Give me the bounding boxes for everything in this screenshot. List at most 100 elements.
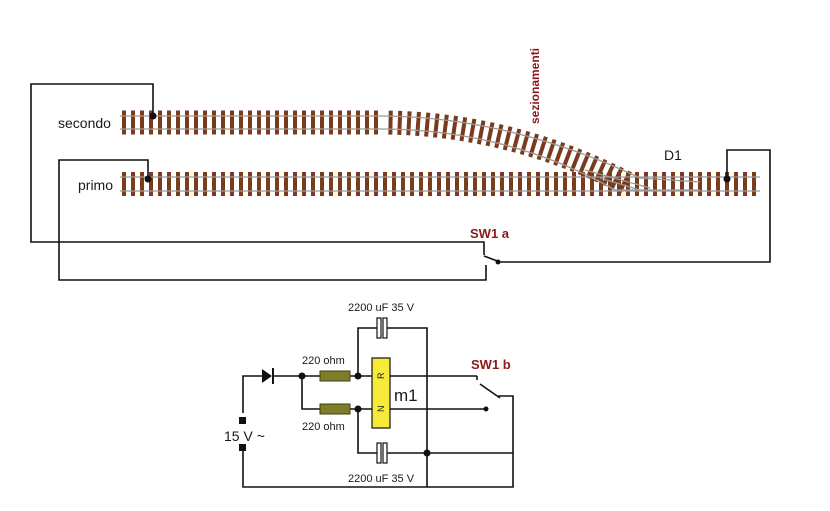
label-resistor-top: 220 ohm: [302, 355, 345, 367]
sw1b-blade[interactable]: [479, 383, 501, 399]
sleeper: [553, 141, 566, 166]
sleeper: [347, 172, 351, 196]
track-secondo-sleepers: [122, 110, 378, 135]
sleeper: [212, 110, 216, 135]
sleeper: [698, 172, 702, 196]
sleeper: [419, 172, 423, 196]
sleeper: [230, 110, 234, 135]
sleeper: [406, 111, 412, 136]
sleeper: [536, 172, 540, 196]
sleeper: [569, 148, 583, 173]
wire-frog: [498, 149, 771, 263]
sleeper: [536, 136, 548, 161]
sleeper: [248, 172, 252, 196]
sleeper: [230, 172, 234, 196]
capacitor-top: [376, 317, 388, 339]
sleeper: [221, 172, 225, 196]
sleeper: [577, 151, 591, 176]
sleeper: [239, 172, 243, 196]
sleeper: [320, 110, 324, 135]
sleeper: [689, 172, 693, 196]
junction: [354, 405, 362, 413]
sleeper: [561, 145, 574, 169]
sleeper: [680, 172, 684, 196]
sleeper: [293, 110, 297, 135]
label-sezionamenti: sezionamenti: [528, 48, 542, 124]
track-primo-sleepers: [122, 172, 756, 196]
sleeper: [239, 110, 243, 135]
sleeper: [176, 110, 180, 135]
sleeper: [581, 172, 585, 196]
feed-point-frog: [723, 175, 731, 183]
sleeper: [347, 110, 351, 135]
sleeper: [545, 172, 549, 196]
sleeper: [302, 172, 306, 196]
sleeper: [284, 110, 288, 135]
sleeper: [356, 110, 360, 135]
sleeper: [464, 172, 468, 196]
sleeper: [329, 172, 333, 196]
wire-secondo: [30, 83, 485, 255]
sleeper: [599, 172, 603, 196]
sleeper: [544, 138, 557, 164]
sleeper: [293, 172, 297, 196]
sleeper: [122, 172, 126, 196]
sleeper: [743, 172, 747, 196]
sleeper: [572, 172, 576, 196]
sleeper: [374, 172, 378, 196]
motor-pin-n: N: [376, 406, 386, 413]
sleeper: [257, 172, 261, 196]
sleeper: [662, 172, 666, 196]
sleeper: [275, 172, 279, 196]
sleeper: [212, 172, 216, 196]
feed-point-primo: [144, 175, 152, 183]
motor-m1: [371, 357, 391, 429]
sleeper: [158, 110, 162, 135]
sleeper: [257, 110, 261, 135]
sleeper: [716, 172, 720, 196]
sleeper: [320, 172, 324, 196]
sleeper: [140, 110, 144, 135]
sleeper: [284, 172, 288, 196]
sleeper: [601, 162, 616, 187]
sleeper: [428, 172, 432, 196]
sleeper: [329, 110, 333, 135]
sleeper: [527, 172, 531, 196]
sleeper: [563, 172, 567, 196]
sleeper: [365, 172, 369, 196]
sleeper: [482, 172, 486, 196]
sleeper: [725, 172, 729, 196]
sleeper: [248, 110, 252, 135]
sleeper: [410, 172, 414, 196]
sleeper: [734, 172, 738, 196]
label-d1: D1: [664, 147, 682, 163]
sw1b-contact: [483, 406, 489, 412]
sleeper: [528, 133, 540, 158]
junction: [354, 372, 362, 380]
sleeper: [203, 172, 207, 196]
sleeper: [149, 172, 153, 196]
sleeper: [485, 122, 495, 147]
sleeper: [266, 172, 270, 196]
label-secondo: secondo: [58, 115, 111, 131]
sleeper: [424, 112, 431, 137]
sleeper: [167, 172, 171, 196]
track-layout: [120, 110, 760, 196]
feed-point-secondo: [149, 112, 157, 120]
sleeper: [585, 155, 600, 179]
wire-primo: [58, 159, 487, 281]
sleeper: [338, 110, 342, 135]
sleeper: [356, 172, 360, 196]
sleeper: [203, 110, 207, 135]
sleeper: [392, 172, 396, 196]
sleeper: [608, 172, 612, 196]
track-wiring: [30, 83, 771, 281]
label-capacitor-top: 2200 uF 35 V: [348, 302, 415, 314]
sleeper: [365, 110, 369, 135]
sleeper: [167, 110, 171, 135]
sleeper: [176, 172, 180, 196]
sleeper: [185, 110, 189, 135]
track-secondo-rails: [120, 115, 380, 130]
label-motor: m1: [394, 386, 418, 405]
